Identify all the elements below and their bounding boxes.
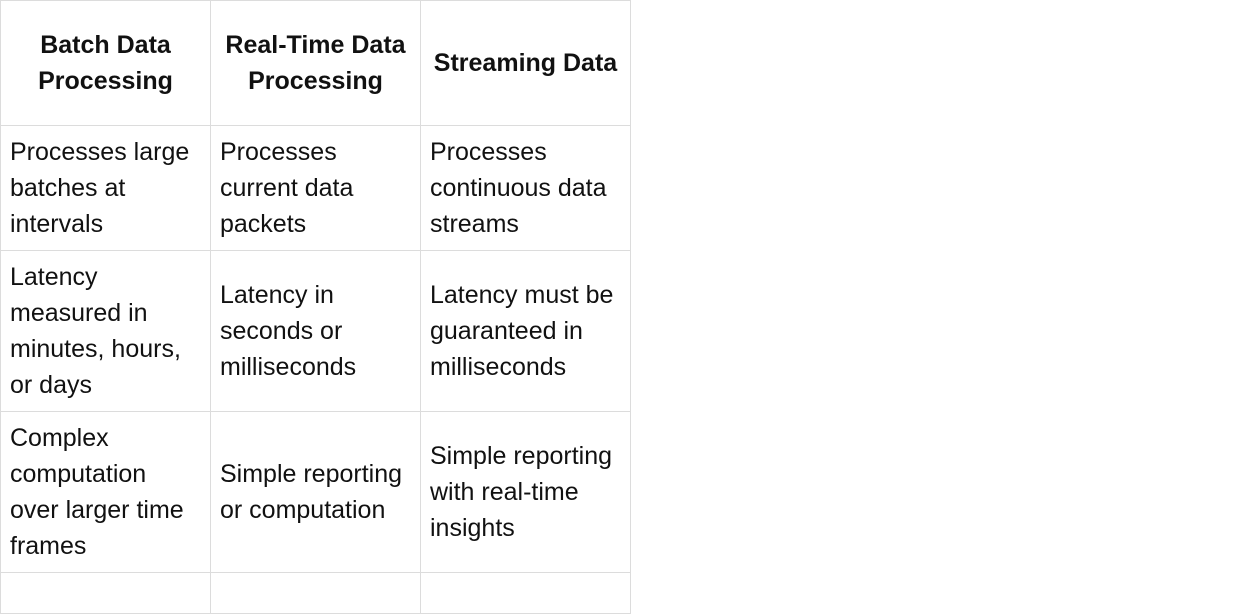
- table-cell: Processes current data packets: [210, 125, 421, 251]
- header-streaming: Streaming Data: [420, 0, 631, 126]
- table-cell: [210, 572, 421, 614]
- table-cell: [0, 572, 211, 614]
- table-row: Latency measured in minutes, hours, or d…: [0, 250, 631, 412]
- header-row: Batch Data Processing Real-Time Data Pro…: [0, 0, 631, 126]
- table-cell: Complex computation over larger time fra…: [0, 411, 211, 573]
- header-real-time: Real-Time Data Processing: [210, 0, 421, 126]
- table-cell: Processes continuous data streams: [420, 125, 631, 251]
- table-cell: Processes large batches at intervals: [0, 125, 211, 251]
- table-cell: [420, 572, 631, 614]
- table-cell: Simple reporting or computation: [210, 411, 421, 573]
- table-cell: Latency must be guaranteed in millisecon…: [420, 250, 631, 412]
- header-batch: Batch Data Processing: [0, 0, 211, 126]
- table-cell: Simple reporting with real-time insights: [420, 411, 631, 573]
- table-row: Processes large batches at intervals Pro…: [0, 125, 631, 251]
- table-row: [0, 572, 631, 614]
- table-cell: Latency measured in minutes, hours, or d…: [0, 250, 211, 412]
- comparison-table: Batch Data Processing Real-Time Data Pro…: [0, 0, 631, 614]
- table-cell: Latency in seconds or milliseconds: [210, 250, 421, 412]
- table-row: Complex computation over larger time fra…: [0, 411, 631, 573]
